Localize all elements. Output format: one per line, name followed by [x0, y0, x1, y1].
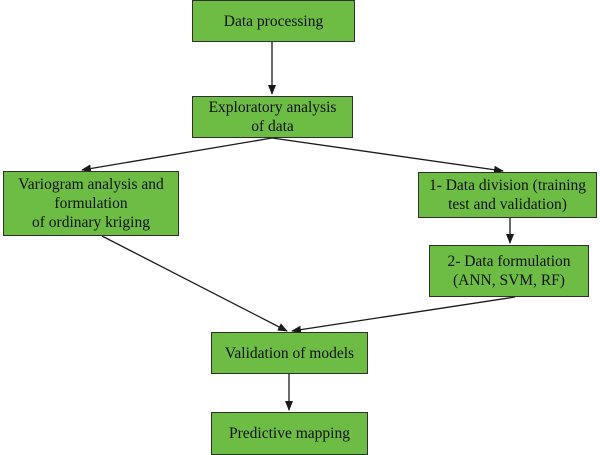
box-validation-of-models: Validation of models [211, 332, 368, 374]
box-data-processing: Data processing [192, 0, 355, 42]
arrow-exploratory-to-variogram [81, 137, 273, 173]
box-label-line: (ANN, SVM, RF) [453, 272, 565, 289]
box-label-line: 1- Data division (training [428, 177, 587, 194]
box-predictive-mapping: Predictive mapping [211, 412, 368, 455]
arrow-formulation-to-validation [291, 296, 516, 334]
arrow-variogram-to-validation [101, 235, 288, 332]
box-label-line: Variogram analysis and [18, 176, 164, 193]
box-label-line: of ordinary kriging [32, 214, 150, 231]
box-data-division: 1- Data division (training test and vali… [418, 172, 597, 218]
box-label-line: 2- Data formulation [447, 253, 571, 270]
box-label-line: of data [251, 118, 294, 135]
box-label-line: Predictive mapping [229, 425, 350, 442]
box-exploratory-analysis: Exploratory analysis of data [192, 96, 353, 138]
box-data-formulation: 2- Data formulation (ANN, SVM, RF) [429, 245, 589, 297]
box-variogram-kriging: Variogram analysis and formulation of or… [3, 171, 179, 236]
box-label-line: Data processing [223, 12, 324, 30]
box-label-line: Validation of models [224, 344, 355, 362]
arrow-exploratory-to-division [271, 137, 504, 174]
box-label-line: Exploratory analysis [208, 99, 337, 116]
box-label-line: test and validation) [448, 196, 567, 213]
box-label-line: formulation [54, 195, 128, 212]
